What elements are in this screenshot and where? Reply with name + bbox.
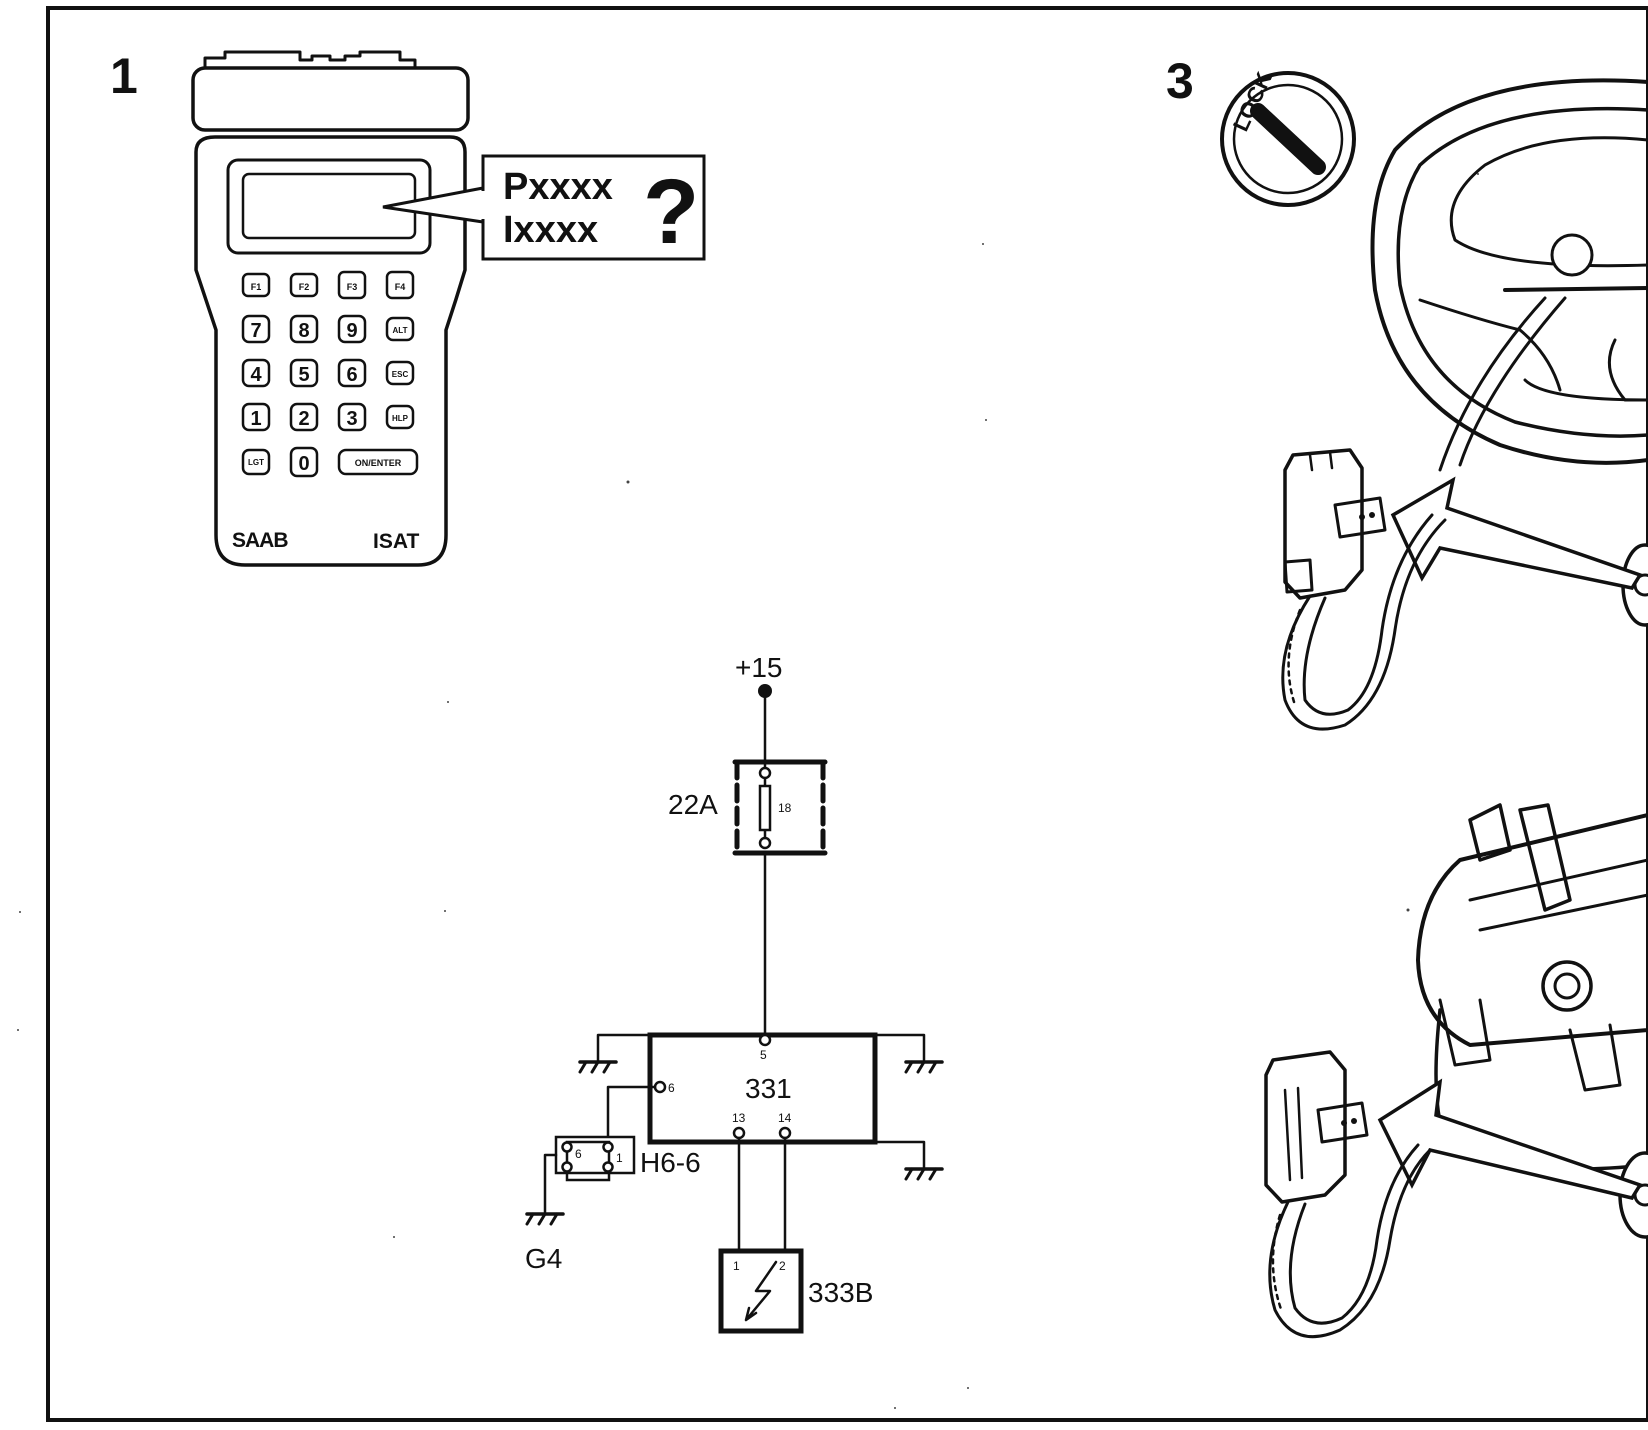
ground-g4-symbol — [525, 1212, 565, 1226]
module-331 — [647, 1032, 878, 1145]
callout-line-2: Ixxxx — [503, 209, 598, 251]
fuse-number: 18 — [778, 801, 792, 815]
arrow-bottom — [1377, 1078, 1643, 1200]
key-6-label: 6 — [346, 364, 357, 386]
key-f1: F1 — [241, 272, 271, 298]
ground-label: G4 — [525, 1243, 562, 1274]
module-331-label: 331 — [745, 1073, 792, 1104]
arrow-top — [1390, 476, 1643, 590]
key-f2: F2 — [289, 272, 319, 298]
key-f2-label: F2 — [299, 282, 310, 292]
key-1-label: 1 — [250, 408, 261, 430]
tester-brand: SAAB — [232, 529, 288, 552]
key-hlp-label: HLP — [392, 414, 409, 423]
squib-igniter-symbol — [744, 1260, 778, 1322]
steering-wheel — [1370, 78, 1648, 627]
module-ground-right-bottom — [873, 1140, 944, 1181]
panel-number-3: 3 — [1166, 53, 1194, 109]
connector-h6-6: 6 1 — [554, 1135, 636, 1182]
key-3: 3 — [337, 402, 367, 432]
fuse-rating-label: 22A — [668, 789, 718, 820]
key-on-enter-label: ON/ENTER — [355, 458, 402, 468]
tester-model: ISAT — [373, 530, 419, 553]
key-7-label: 7 — [250, 320, 261, 342]
connector-pin-1: 1 — [616, 1151, 623, 1165]
module-pin-6: 6 — [668, 1081, 675, 1095]
key-5: 5 — [289, 358, 319, 388]
module-pin-5: 5 — [760, 1048, 767, 1062]
fuse-element — [758, 784, 772, 832]
key-4: 4 — [241, 358, 271, 388]
module-pin-14: 14 — [778, 1111, 792, 1125]
key-7: 7 — [241, 314, 271, 344]
key-f4: F4 — [385, 270, 415, 300]
key-2: 2 — [289, 402, 319, 432]
squib-pin-1: 1 — [733, 1259, 740, 1273]
connector-pin-6: 6 — [575, 1147, 582, 1161]
key-8: 8 — [289, 314, 319, 344]
key-on-enter: ON/ENTER — [337, 448, 419, 476]
panel-number-1: 1 — [110, 48, 138, 104]
module-ground-left — [578, 1033, 652, 1074]
key-slot — [1250, 103, 1326, 175]
key-8-label: 8 — [298, 320, 309, 342]
squib-pin-2: 2 — [779, 1259, 786, 1273]
key-0-label: 0 — [298, 453, 309, 475]
key-1: 1 — [241, 402, 271, 432]
key-alt: ALT — [385, 316, 415, 342]
isat-tester: F1 F2 F3 F4 7 8 9 ALT 4 5 6 ESC 1 2 3 HL… — [191, 50, 706, 567]
pin-6-wire — [606, 1085, 657, 1149]
callout-pointer — [382, 186, 484, 224]
fuse-block: 18 — [732, 759, 828, 856]
ignition-lock: LOCK — [1220, 68, 1356, 207]
page-frame — [46, 6, 1648, 1422]
squib-label: 333B — [808, 1277, 873, 1308]
supply-label: +15 — [735, 652, 783, 683]
key-f4-label: F4 — [395, 282, 406, 292]
ground-wire-g4 — [543, 1153, 558, 1214]
airbag-connector-bottom — [1264, 1050, 1432, 1339]
key-esc: ESC — [385, 360, 415, 386]
key-f3-label: F3 — [347, 282, 358, 292]
key-alt-label: ALT — [393, 326, 408, 335]
key-2-label: 2 — [298, 408, 309, 430]
key-esc-label: ESC — [392, 370, 409, 379]
module-ground-right-top — [873, 1033, 944, 1074]
key-9-label: 9 — [346, 320, 357, 342]
key-9: 9 — [337, 314, 367, 344]
key-lgt-label: LGT — [248, 458, 264, 467]
key-4-label: 4 — [250, 364, 262, 386]
tester-body — [194, 135, 467, 567]
tester-top-cap — [191, 66, 470, 132]
module-pin-13: 13 — [732, 1111, 746, 1125]
airbag-connector-top — [1281, 448, 1447, 731]
callout-line-1: Pxxxx — [503, 166, 613, 208]
key-f3: F3 — [337, 270, 367, 300]
key-f1-label: F1 — [251, 282, 262, 292]
scan-specks — [17, 173, 1479, 1409]
key-6: 6 — [337, 358, 367, 388]
key-hlp: HLP — [385, 404, 415, 430]
airbag-schematic: +15 18 22A 331 5 6 13 — [525, 652, 944, 1334]
callout-question-mark: ? — [643, 161, 699, 263]
connector-label: H6-6 — [640, 1147, 701, 1178]
tester-connector-top — [203, 50, 417, 70]
key-0: 0 — [289, 446, 319, 478]
key-3-label: 3 — [346, 408, 357, 430]
key-5-label: 5 — [298, 364, 309, 386]
key-lgt: LGT — [241, 448, 271, 476]
horn-button — [1550, 233, 1594, 277]
airbag-removal-illustration: LOCK — [1220, 68, 1648, 1339]
